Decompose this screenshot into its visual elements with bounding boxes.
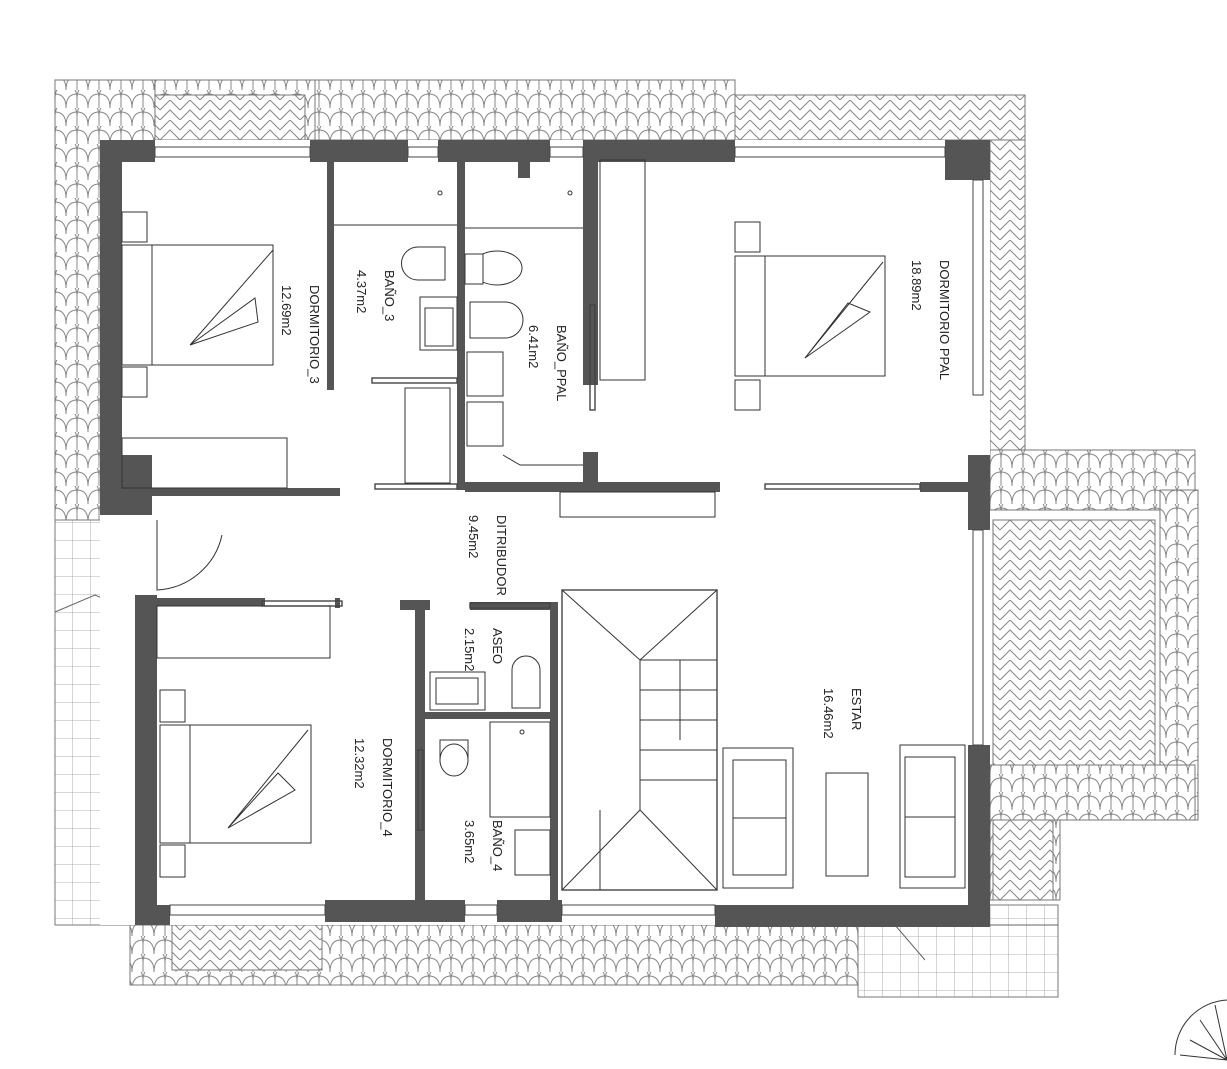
label-aseo-area: 2.15m2 — [462, 628, 477, 671]
north-arrow — [1174, 999, 1227, 1061]
bano-4 — [439, 721, 551, 876]
label-aseo: ASEO — [490, 628, 505, 664]
label-estar-area: 16.46m2 — [821, 688, 836, 739]
label-distribuidor-area: 9.45m2 — [466, 515, 481, 558]
label-bano-4: BAÑO_4 — [490, 820, 505, 871]
door-swing — [156, 520, 223, 591]
exterior-walls — [100, 140, 990, 927]
dormitorio-4 — [156, 605, 331, 878]
aseo — [429, 655, 541, 711]
label-dormitorio-3: DORMITORIO_3 — [307, 285, 322, 384]
label-dormitorio-ppal-area: 18.89m2 — [909, 260, 924, 311]
terrace-paving — [154, 94, 1156, 971]
dormitorio-ppal — [559, 221, 886, 518]
dormitorio-3 — [121, 211, 288, 489]
label-dormitorio-4: DORMITORIO_4 — [380, 738, 395, 837]
estar — [722, 744, 966, 889]
label-bano-3: BAÑO_3 — [382, 270, 397, 321]
label-bano-4-area: 3.65m2 — [462, 820, 477, 863]
bano-3 — [334, 190, 458, 484]
label-bano-3-area: 4.37m2 — [354, 270, 369, 313]
label-distribuidor: DITRIBUDOR — [494, 515, 509, 596]
label-dormitorio-ppal: DORMITORIO PPAL — [937, 260, 952, 380]
label-estar: ESTAR — [849, 688, 864, 730]
windows — [154, 146, 984, 916]
label-bano-ppal: BAÑO_PPAL — [554, 325, 569, 401]
label-dormitorio-4-area: 12.32m2 — [352, 738, 367, 789]
bano-ppal — [464, 159, 646, 466]
doors — [156, 304, 921, 831]
label-bano-ppal-area: 6.41m2 — [526, 325, 541, 368]
label-dormitorio-3-area: 12.69m2 — [279, 285, 294, 336]
room-labels: DORMITORIO_3 12.69m2 BAÑO_3 4.37m2 BAÑO_… — [279, 260, 952, 871]
stair — [561, 589, 718, 891]
